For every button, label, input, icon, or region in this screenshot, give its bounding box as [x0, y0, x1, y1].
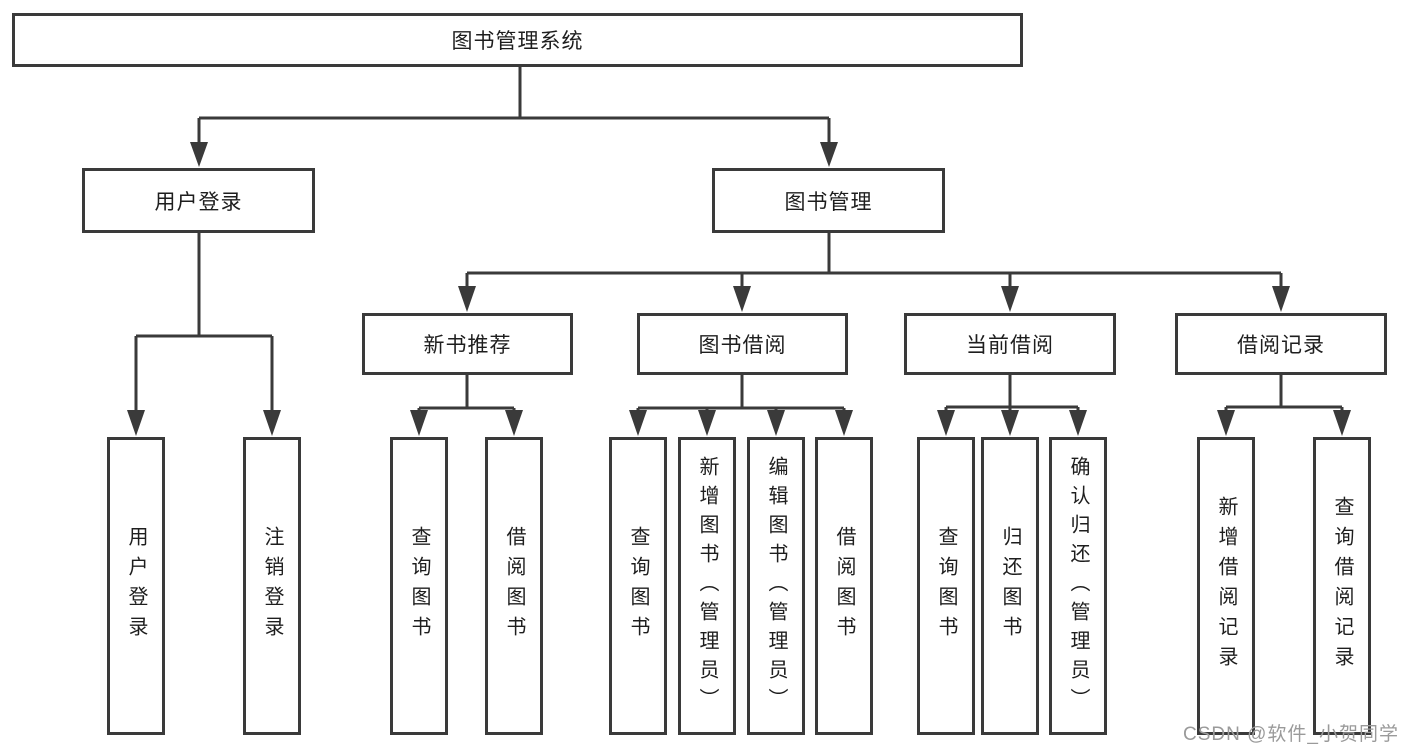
leaf-current-return-books: 归还图书	[981, 437, 1039, 735]
node-borrowing-records-label: 借阅记录	[1237, 334, 1325, 357]
leaf-borrow-query-books: 查询图书	[609, 437, 667, 735]
node-current-borrowing-label: 当前借阅	[966, 334, 1054, 357]
node-root-label: 图书管理系统	[451, 30, 584, 53]
node-user-login: 用户登录	[82, 168, 315, 233]
node-user-login-label: 用户登录	[154, 190, 243, 214]
node-borrowing-records: 借阅记录	[1175, 313, 1387, 375]
node-book-management: 图书管理	[712, 168, 945, 233]
node-root: 图书管理系统	[12, 13, 1023, 67]
leaf-records-add-borrow-record: 新增借阅记录	[1197, 437, 1255, 735]
node-current-borrowing: 当前借阅	[904, 313, 1116, 375]
csdn-watermark: CSDN @软件_小贺同学	[1183, 724, 1399, 745]
leaf-newbooks-borrow-books: 借阅图书	[485, 437, 543, 735]
node-book-borrowing-label: 图书借阅	[698, 334, 787, 357]
node-new-book-recommend: 新书推荐	[362, 313, 573, 375]
leaf-borrow-edit-books-admin: 编辑图书（管理员）	[747, 437, 805, 735]
leaf-current-query-books: 查询图书	[917, 437, 975, 735]
leaf-borrow-borrow-books: 借阅图书	[815, 437, 873, 735]
leaf-newbooks-query-books: 查询图书	[390, 437, 448, 735]
leaf-user-login: 用户登录	[107, 437, 165, 735]
leaf-borrow-add-books-admin: 新增图书（管理员）	[678, 437, 736, 735]
leaf-records-query-borrow-record: 查询借阅记录	[1313, 437, 1371, 735]
arrowheads	[127, 142, 1351, 436]
node-book-management-label: 图书管理	[784, 190, 873, 214]
leaf-logout-login: 注销登录	[243, 437, 301, 735]
leaf-current-confirm-return-admin: 确认归还（管理员）	[1049, 437, 1107, 735]
node-book-borrowing: 图书借阅	[637, 313, 848, 375]
node-new-book-recommend-label: 新书推荐	[423, 334, 512, 357]
